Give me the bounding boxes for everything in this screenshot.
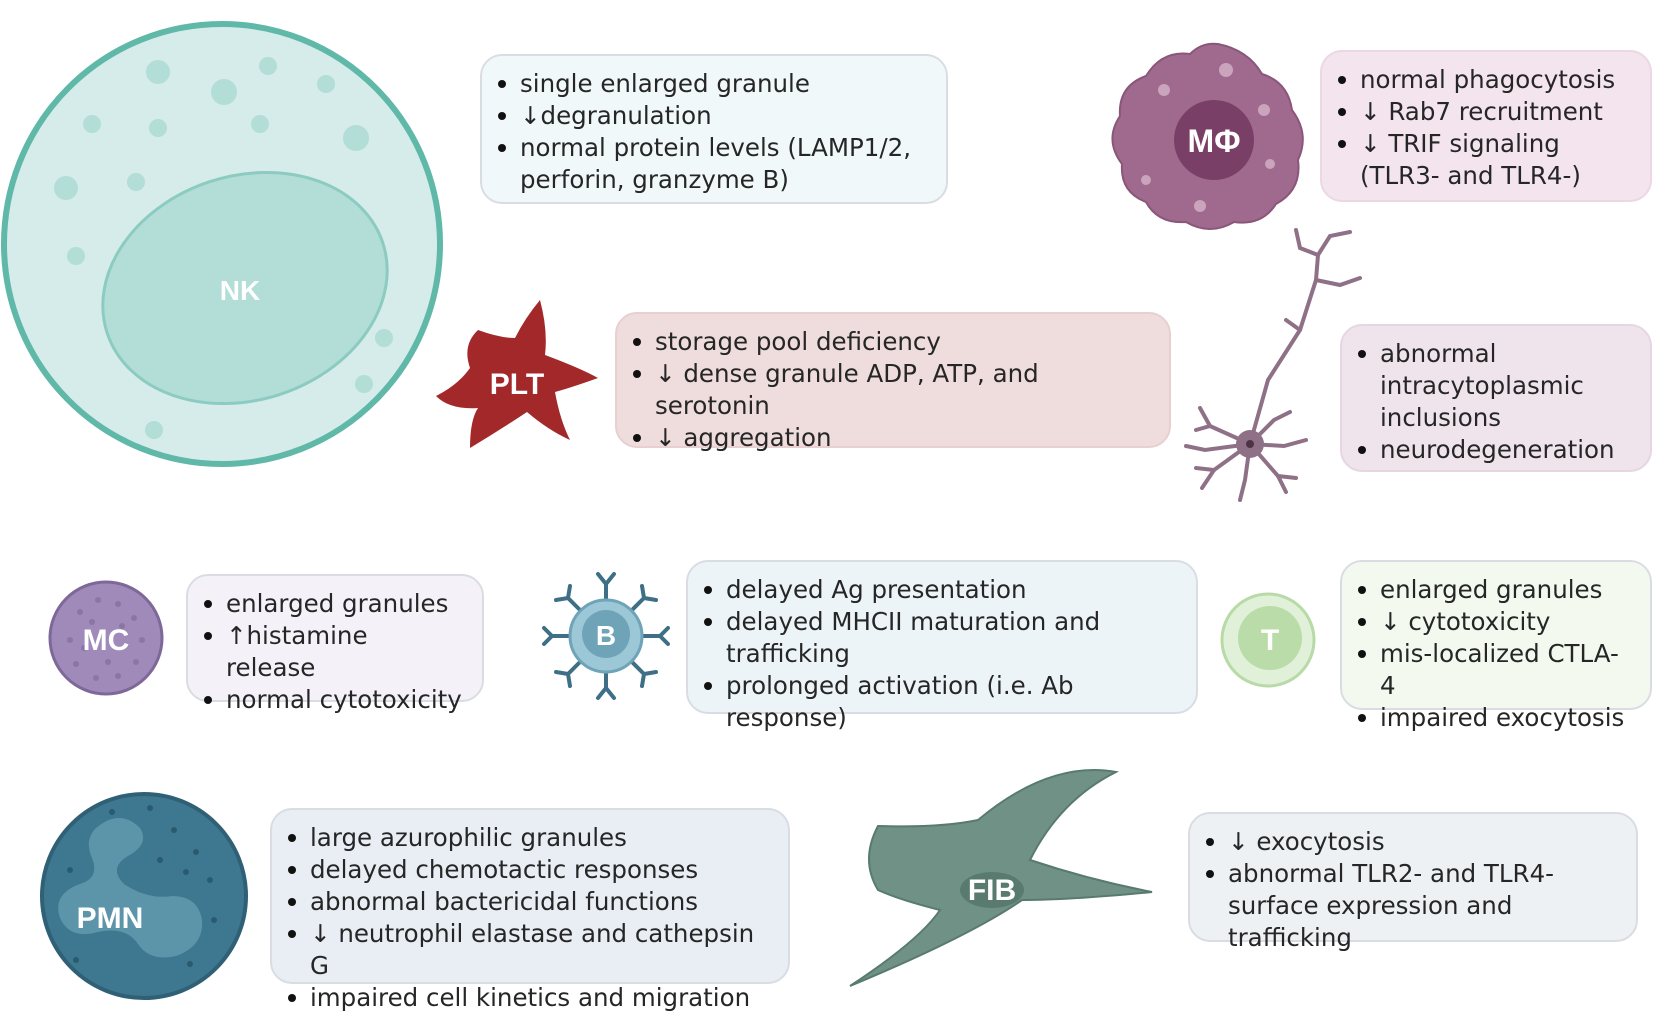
bullet-item: mis-localized CTLA-4 bbox=[1358, 638, 1632, 702]
b-label: B bbox=[596, 620, 616, 651]
mphi-box: normal phagocytosis↓ Rab7 recruitment↓ T… bbox=[1320, 50, 1652, 202]
bullet-item: normal protein levels (LAMP1/2, perforin… bbox=[498, 132, 928, 196]
plt-box: storage pool deficiency↓ dense granule A… bbox=[615, 312, 1171, 452]
bullet-item: impaired cell kinetics and migration bbox=[288, 982, 770, 1014]
bullet-item: large azurophilic granules bbox=[288, 822, 770, 854]
bullet-item: normal phagocytosis bbox=[1338, 64, 1632, 96]
bullet-item: neurodegeneration bbox=[1358, 434, 1632, 466]
bullet-item: single enlarged granule bbox=[498, 68, 928, 100]
t-label: T bbox=[1261, 624, 1279, 657]
mast-cell: MC bbox=[48, 580, 164, 696]
nk-label: NK bbox=[220, 275, 260, 306]
neutrophil-cell: PMN bbox=[40, 792, 248, 1000]
mphi-list: normal phagocytosis↓ Rab7 recruitment↓ T… bbox=[1338, 64, 1632, 192]
bullet-item: storage pool deficiency bbox=[633, 326, 1151, 358]
bullet-item: ↓degranulation bbox=[498, 100, 928, 132]
bullet-item: ↓ Rab7 recruitment bbox=[1338, 96, 1632, 128]
bullet-item: delayed chemotactic responses bbox=[288, 854, 770, 886]
bullet-item: ↓ cytotoxicity bbox=[1358, 606, 1632, 638]
pmn-label: PMN bbox=[77, 902, 144, 935]
bullet-item: delayed Ag presentation bbox=[704, 574, 1178, 606]
bullet-item: ↓ dense granule ADP, ATP, and serotonin bbox=[633, 358, 1151, 422]
macrophage-cell: MΦ bbox=[1111, 42, 1304, 230]
bullet-item: ↓ TRIF signaling (TLR3- and TLR4-) bbox=[1338, 128, 1632, 192]
bullet-item: ↓ neutrophil elastase and cathepsin G bbox=[288, 918, 770, 982]
bullet-item: normal cytotoxicity bbox=[204, 684, 464, 716]
bullet-item: abnormal intracytoplasmic inclusions bbox=[1358, 338, 1632, 434]
fibroblast-cell: FIB bbox=[849, 769, 1153, 987]
bullet-item: enlarged granules bbox=[1358, 574, 1632, 606]
bullet-item: abnormal bactericidal functions bbox=[288, 886, 770, 918]
bullet-item: ↑histamine release bbox=[204, 620, 464, 684]
plt-list: storage pool deficiency↓ dense granule A… bbox=[633, 326, 1151, 454]
t-cell: T bbox=[1220, 592, 1316, 688]
bullet-item: ↓ exocytosis bbox=[1206, 826, 1618, 858]
bullet-item: abnormal TLR2- and TLR4- surface express… bbox=[1206, 858, 1618, 954]
platelet-cell: PLT bbox=[436, 300, 598, 448]
b-cell: B bbox=[542, 572, 670, 700]
bullet-item: enlarged granules bbox=[204, 588, 464, 620]
neuron-cell bbox=[1184, 228, 1362, 502]
plt-label: PLT bbox=[490, 368, 544, 401]
bullet-item: ↓ aggregation bbox=[633, 422, 1151, 454]
fib-label: FIB bbox=[968, 874, 1016, 907]
mc-label: MC bbox=[83, 624, 130, 657]
bullet-item: delayed MHCII maturation and trafficking bbox=[704, 606, 1178, 670]
bullet-item: prolonged activation (i.e. Ab response) bbox=[704, 670, 1178, 734]
mphi-label: MΦ bbox=[1188, 123, 1241, 159]
bullet-item: impaired exocytosis bbox=[1358, 702, 1632, 734]
nk-cell: NK bbox=[1, 21, 443, 467]
